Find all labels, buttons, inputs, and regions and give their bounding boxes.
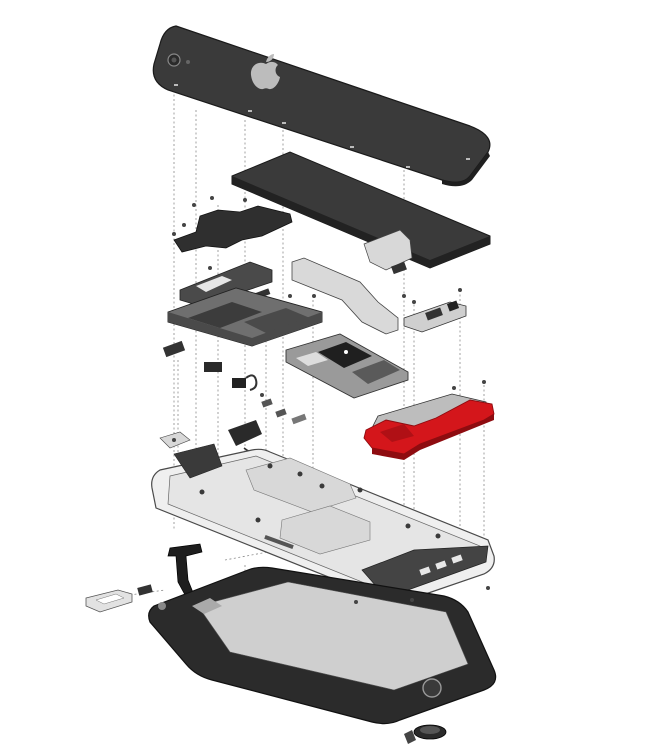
back-glass-panel [152, 25, 491, 187]
antenna-bracket [291, 257, 399, 335]
logic-board-lower [285, 333, 409, 399]
side-button-parts [159, 431, 191, 449]
display-assembly [148, 566, 497, 725]
battery-connector [363, 229, 413, 271]
loudspeaker-assembly [363, 393, 495, 460]
home-button [404, 724, 447, 744]
stainless-steel-frame [151, 443, 495, 603]
logic-board [167, 287, 323, 347]
sim-tray [85, 584, 153, 613]
battery [231, 151, 491, 275]
home-button-icon [422, 678, 442, 698]
bottom-screws [354, 586, 490, 604]
apple-logo-icon [250, 54, 280, 90]
logic-board-shield [173, 205, 293, 253]
display-screen [197, 581, 469, 691]
camera-module [403, 300, 467, 333]
